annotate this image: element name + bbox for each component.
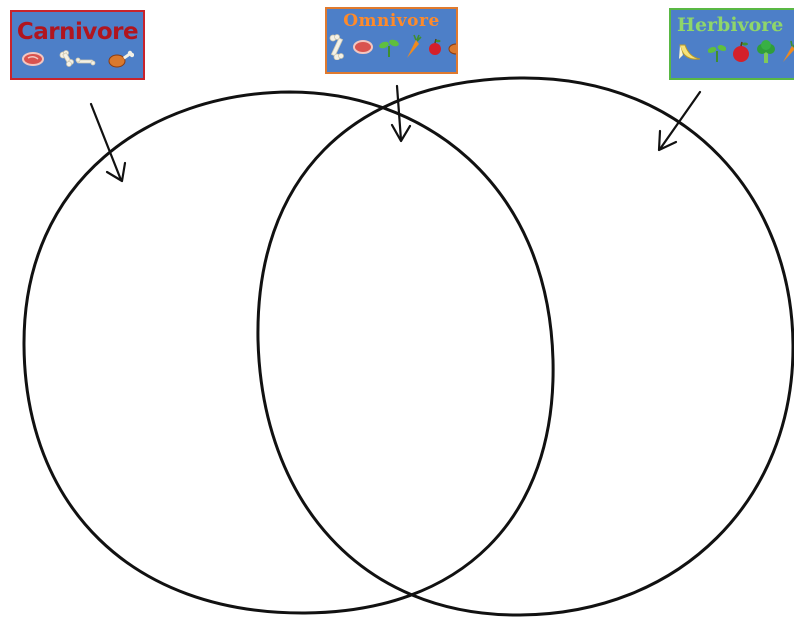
- steak-icon: [353, 40, 374, 54]
- omnivore-title: Omnivore: [343, 11, 440, 31]
- carnivore-arrow: [89, 102, 127, 183]
- carnivore-circle: [22, 90, 555, 615]
- herbivore-title: Herbivore: [677, 14, 784, 36]
- carnivore-title: Carnivore: [16, 19, 139, 45]
- carrot-icon: [783, 40, 794, 62]
- drumstick-icon: [108, 50, 134, 68]
- apple-icon: [733, 41, 750, 62]
- sprout-icon: [379, 39, 399, 57]
- apple-icon: [429, 38, 442, 55]
- herbivore-arrow: [657, 90, 702, 152]
- banana-icon: [679, 44, 701, 60]
- herbivore-circle: [256, 76, 794, 617]
- omnivore-arrow: [390, 84, 412, 143]
- steak-icon: [22, 52, 45, 66]
- bone-icon: [329, 34, 344, 61]
- omnivore-icon-row: [327, 34, 456, 61]
- carrot-icon: [407, 34, 422, 58]
- drumstick-icon: [448, 43, 456, 55]
- herbivore-label-box: Herbivore: [669, 8, 794, 80]
- carnivore-icon-row: [12, 50, 143, 68]
- bone-icon: [59, 50, 95, 67]
- sprout-icon: [707, 45, 727, 62]
- broccoli-icon: [757, 40, 776, 63]
- herbivore-icon-row: [671, 40, 794, 64]
- omnivore-label-box: Omnivore: [325, 7, 458, 74]
- carnivore-label-box: Carnivore: [10, 10, 145, 80]
